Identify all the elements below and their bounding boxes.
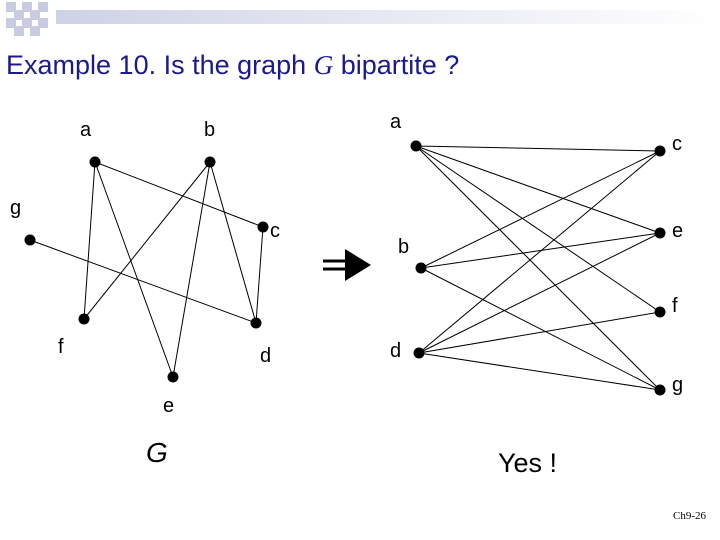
checker-square — [22, 2, 32, 12]
bipartite-edge-d-e — [418, 232, 661, 354]
title-graph-symbol: G — [313, 50, 334, 80]
edge-a-e — [94, 161, 174, 378]
bipartite-edge-a-g — [415, 145, 661, 391]
graph-nodes — [24, 140, 666, 396]
title-example: Example 10. — [6, 50, 157, 80]
title-question-post: bipartite ? — [340, 50, 460, 80]
edge-b-e — [172, 161, 211, 378]
right-node-label-a: a — [390, 111, 402, 133]
left-node-label-a: a — [80, 119, 92, 141]
bipartite-edge-a-f — [415, 145, 661, 313]
left-node-b — [204, 156, 216, 168]
checker-square — [30, 26, 40, 36]
right-node-b — [415, 262, 427, 274]
edge-b-f — [83, 161, 211, 320]
slide-title: Example 10. Is the graph G bipartite ? — [6, 50, 459, 81]
edge-b-d — [209, 161, 257, 324]
bipartite-edge-a-c — [415, 145, 661, 152]
left-graph-caption: G — [146, 437, 168, 468]
right-node-a — [410, 140, 422, 152]
checker-square — [14, 26, 24, 36]
checker-square — [22, 18, 32, 28]
checker-square — [30, 10, 40, 20]
edge-a-c — [94, 161, 264, 228]
right-part-node-label-e: e — [672, 220, 683, 242]
right-part-node-label-g: g — [672, 374, 683, 396]
left-node-a — [89, 156, 101, 168]
left-node-label-c: c — [270, 220, 280, 242]
right-part-node-label-f: f — [672, 295, 678, 317]
checker-square — [14, 10, 24, 20]
bipartite-edge-b-e — [420, 232, 661, 269]
left-node-label-e: e — [163, 395, 174, 417]
checker-square — [6, 18, 16, 28]
left-node-g — [24, 234, 36, 246]
bipartite-edge-b-g — [420, 267, 661, 391]
left-node-label-g: g — [10, 197, 21, 219]
right-node-label-d: d — [390, 340, 401, 362]
edge-g-d — [29, 239, 257, 324]
right-part-node-e — [654, 227, 666, 239]
right-part-node-f — [654, 306, 666, 318]
left-node-f — [78, 313, 90, 325]
bipartite-edge-d-f — [418, 311, 661, 354]
right-graph-edges — [415, 145, 661, 391]
bipartite-edge-a-e — [415, 145, 661, 234]
header-decoration — [6, 2, 720, 36]
edge-a-f — [83, 161, 96, 320]
checker-square — [38, 2, 48, 12]
left-node-label-f: f — [58, 336, 64, 358]
left-graph-edges — [29, 161, 264, 378]
checker-square — [6, 2, 16, 12]
slide-footer: Ch9-26 — [673, 510, 706, 522]
right-node-d — [413, 347, 425, 359]
left-node-d — [250, 317, 262, 329]
left-node-c — [257, 221, 269, 233]
left-node-label-b: b — [204, 119, 215, 141]
title-question-pre: Is the graph — [163, 50, 307, 80]
header-bar — [56, 10, 720, 24]
checker-square — [38, 18, 48, 28]
answer-text: Yes ! — [498, 448, 557, 478]
right-part-node-g — [654, 384, 666, 396]
right-part-node-c — [654, 145, 666, 157]
bipartite-edge-b-c — [420, 150, 661, 269]
bipartite-edge-d-g — [418, 352, 661, 391]
graph-labels: a b c d e f g a b d c e f g — [10, 111, 683, 417]
left-node-e — [167, 371, 179, 383]
edge-c-d — [255, 226, 264, 324]
implies-arrow-icon — [323, 249, 371, 281]
bipartite-edge-d-c — [418, 150, 661, 354]
left-node-label-d: d — [260, 345, 271, 367]
right-part-node-label-c: c — [672, 133, 682, 155]
right-node-label-b: b — [398, 236, 409, 258]
